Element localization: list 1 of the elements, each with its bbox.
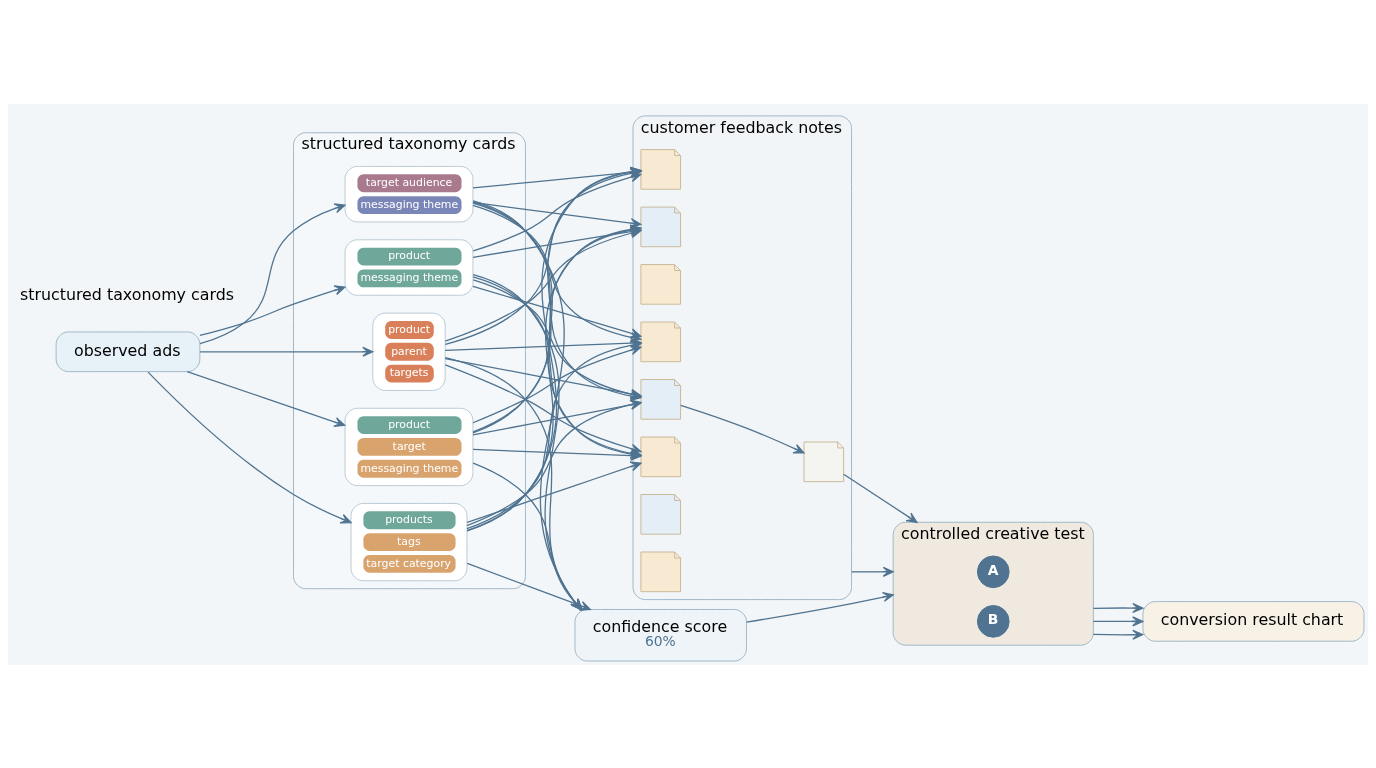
- label: structured taxonomy cards: [19, 284, 234, 304]
